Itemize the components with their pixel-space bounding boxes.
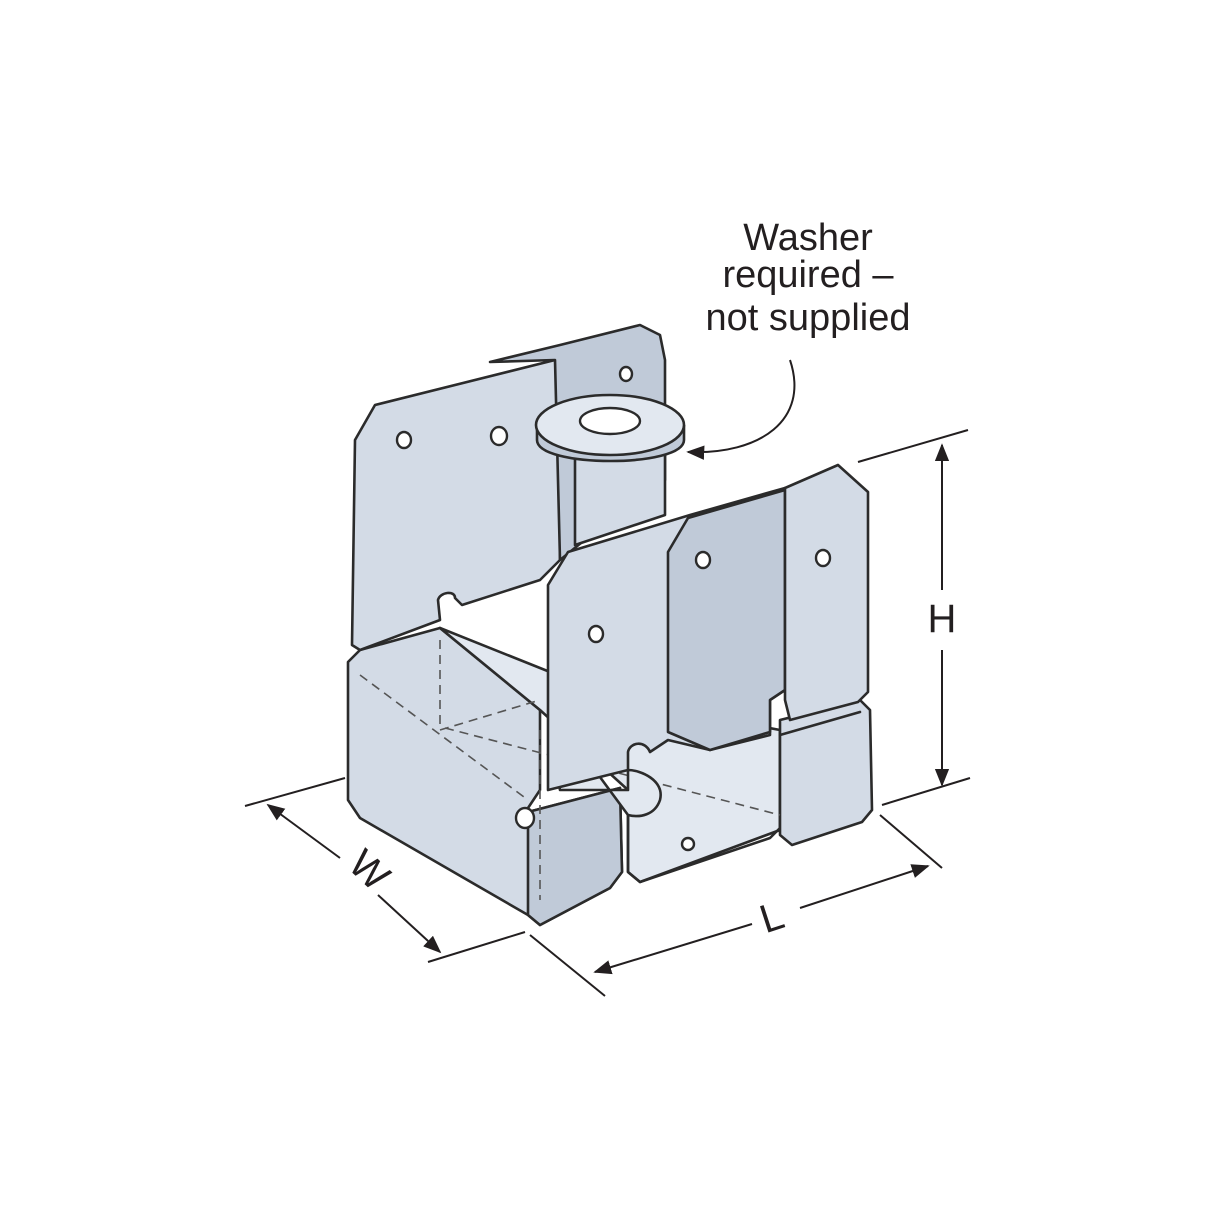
- back-hole-1: [395, 430, 413, 450]
- l-line-left: [593, 923, 753, 975]
- back-hole-3: [618, 365, 634, 383]
- front-hole-3: [814, 548, 832, 568]
- front-plate: [546, 463, 870, 792]
- hidden-line-1: [359, 674, 529, 801]
- base-right-block: [778, 698, 874, 847]
- base-hole-left: [514, 806, 536, 830]
- washer: [534, 393, 686, 463]
- callout-line-3: not supplied: [706, 297, 911, 339]
- w-line-lower: [377, 894, 442, 954]
- washer-hole: [578, 406, 642, 436]
- h-label: H: [928, 597, 957, 641]
- front-plate-right-flange: [783, 463, 870, 722]
- l-line-right: [799, 864, 930, 909]
- front-plate-tab: [666, 488, 787, 752]
- callout-line-2: required –: [722, 254, 894, 296]
- base-left-block-end: [526, 786, 624, 927]
- front-hole-1: [587, 624, 605, 644]
- callout-leader-arrow: [686, 359, 796, 460]
- front-hole-2: [694, 550, 712, 570]
- w-line-upper: [266, 803, 341, 859]
- w-extension-back: [244, 777, 346, 807]
- h-extension-bottom: [881, 777, 971, 806]
- base-hole-floor: [680, 836, 696, 852]
- base-right-top-edge: [778, 710, 862, 737]
- l-extension-right: [879, 814, 943, 869]
- l-extension-left: [529, 934, 606, 997]
- back-hole-2: [489, 425, 509, 447]
- h-extension-top: [857, 429, 969, 463]
- callout-line-1: Washer: [743, 217, 873, 259]
- w-label: W: [340, 842, 398, 900]
- l-label: L: [755, 893, 790, 942]
- back-plate-left-flange: [350, 358, 562, 652]
- dimension-h: H: [857, 429, 971, 806]
- washer-callout: Washer required – not supplied: [686, 217, 911, 460]
- hidden-line-2: [439, 640, 541, 732]
- w-extension-front: [427, 931, 526, 963]
